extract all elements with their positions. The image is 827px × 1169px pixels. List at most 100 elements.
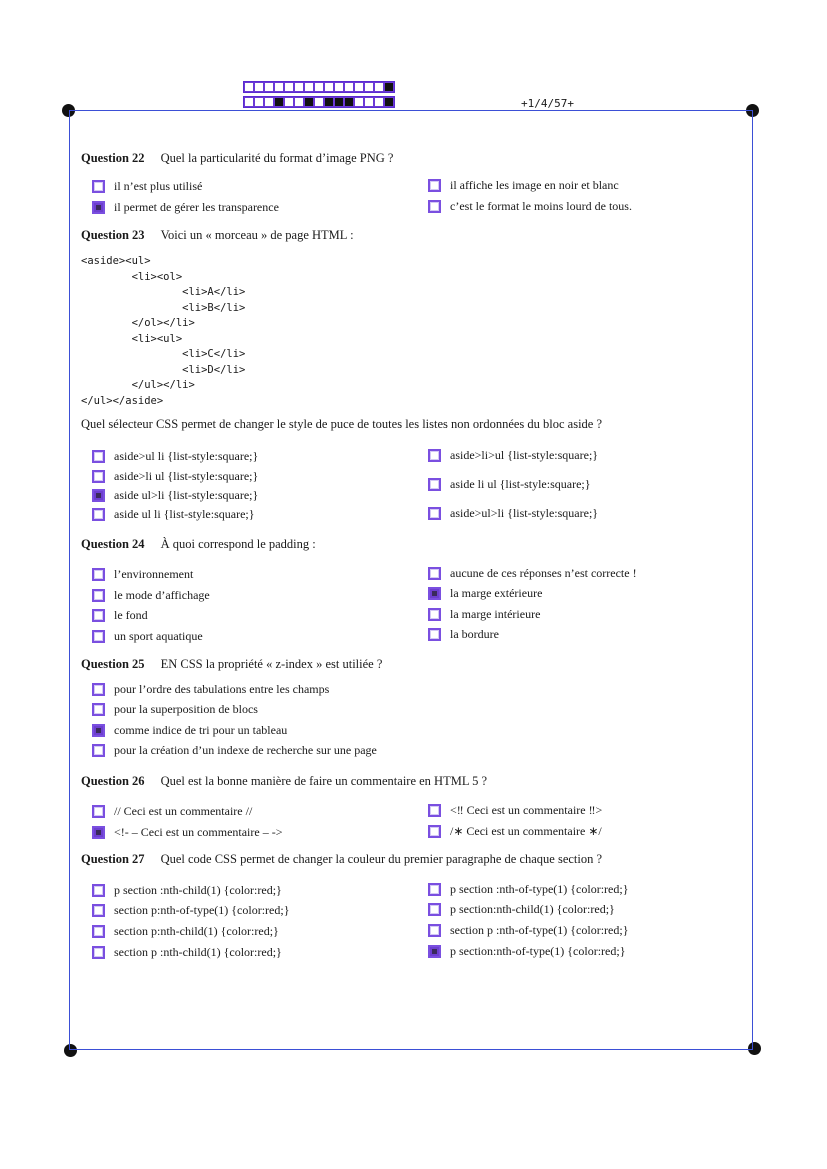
checkbox[interactable] xyxy=(428,507,441,520)
checkbox[interactable] xyxy=(428,200,441,213)
checkbox[interactable] xyxy=(92,568,105,581)
q27-option-2[interactable]: section p:nth-of-type(1) {color:red;} xyxy=(92,903,289,918)
barcode-cell xyxy=(354,82,364,92)
checkbox[interactable] xyxy=(92,630,105,643)
q23-option-4[interactable]: aside ul li {list-style:square;} xyxy=(92,507,255,522)
checkbox[interactable] xyxy=(92,826,105,839)
q25-option-4[interactable]: pour la création d’un indexe de recherch… xyxy=(92,743,377,758)
checkbox[interactable] xyxy=(92,744,105,757)
barcode-cell xyxy=(324,82,334,92)
q27-option-7[interactable]: section p :nth-of-type(1) {color:red;} xyxy=(428,923,628,938)
barcode-cell xyxy=(294,82,304,92)
q24-option-5[interactable]: aucune de ces réponses n’est correcte ! xyxy=(428,566,637,581)
checkbox[interactable] xyxy=(428,587,441,600)
checkbox[interactable] xyxy=(92,201,105,214)
q23-option-2[interactable]: aside>li ul {list-style:square;} xyxy=(92,469,258,484)
checkbox[interactable] xyxy=(428,924,441,937)
barcode-cell xyxy=(384,97,394,107)
checkbox[interactable] xyxy=(428,449,441,462)
q25-option-2[interactable]: pour la superposition de blocs xyxy=(92,702,258,717)
registration-mark-top-left xyxy=(62,104,75,117)
q24-option-2[interactable]: le mode d’affichage xyxy=(92,588,210,603)
checkbox[interactable] xyxy=(428,179,441,192)
checkbox[interactable] xyxy=(92,589,105,602)
q24-option-4[interactable]: un sport aquatique xyxy=(92,629,203,644)
checkbox[interactable] xyxy=(428,804,441,817)
q26-option-1[interactable]: // Ceci est un commentaire // xyxy=(92,804,252,819)
barcode-cell xyxy=(274,82,284,92)
barcode-cell xyxy=(304,82,314,92)
q27-option-4[interactable]: section p :nth-child(1) {color:red;} xyxy=(92,945,282,960)
q24-option-6[interactable]: la marge extérieure xyxy=(428,586,542,601)
checkbox[interactable] xyxy=(92,609,105,622)
q24-option-1[interactable]: l’environnement xyxy=(92,567,193,582)
page-frame xyxy=(69,110,753,1050)
barcode-cell xyxy=(324,97,334,107)
q25-option-1[interactable]: pour l’ordre des tabulations entre les c… xyxy=(92,682,329,697)
html-code-snippet: <aside><ul> <li><ol> <li>A</li> <li>B</l… xyxy=(81,255,246,407)
q27-option-6[interactable]: p section:nth-child(1) {color:red;} xyxy=(428,902,615,917)
checkbox[interactable] xyxy=(428,567,441,580)
checkbox[interactable] xyxy=(92,508,105,521)
barcode-cell xyxy=(334,82,344,92)
q27-option-3[interactable]: section p:nth-child(1) {color:red;} xyxy=(92,924,279,939)
q26-option-4[interactable]: /∗ Ceci est un commentaire ∗/ xyxy=(428,824,602,839)
checkbox[interactable] xyxy=(92,884,105,897)
barcode-cell xyxy=(304,97,314,107)
q23-option-1[interactable]: aside>ul li {list-style:square;} xyxy=(92,449,258,464)
barcode-row-2 xyxy=(243,96,395,108)
q27-option-5[interactable]: p section :nth-of-type(1) {color:red;} xyxy=(428,882,628,897)
q22-option-4[interactable]: c’est le format le moins lourd de tous. xyxy=(428,199,632,214)
q24-option-3[interactable]: le fond xyxy=(92,608,148,623)
checkbox[interactable] xyxy=(92,450,105,463)
q27-option-1[interactable]: p section :nth-child(1) {color:red;} xyxy=(92,883,282,898)
checkbox[interactable] xyxy=(92,703,105,716)
q23-option-3[interactable]: aside ul>li {list-style:square;} xyxy=(92,488,258,503)
checkbox[interactable] xyxy=(92,470,105,483)
q23-option-7[interactable]: aside>ul>li {list-style:square;} xyxy=(428,506,598,521)
q26-option-2[interactable]: <!- – Ceci est un commentaire – -> xyxy=(92,825,282,840)
q23-option-6[interactable]: aside li ul {list-style:square;} xyxy=(428,477,591,492)
barcode-cell xyxy=(334,97,344,107)
q22-option-2[interactable]: il permet de gérer les transparence xyxy=(92,200,279,215)
barcode-cell xyxy=(274,97,284,107)
barcode-cell xyxy=(254,82,264,92)
checkbox[interactable] xyxy=(428,478,441,491)
q23-option-5[interactable]: aside>li>ul {list-style:square;} xyxy=(428,448,598,463)
checkbox[interactable] xyxy=(92,904,105,917)
q27-option-8[interactable]: p section:nth-of-type(1) {color:red;} xyxy=(428,944,625,959)
registration-mark-bottom-right xyxy=(748,1042,761,1055)
checkbox[interactable] xyxy=(428,825,441,838)
q26-option-3[interactable]: <‼ Ceci est un commentaire ‼> xyxy=(428,803,602,818)
q22-option-3[interactable]: il affiche les image en noir et blanc xyxy=(428,178,619,193)
q25-option-3[interactable]: comme indice de tri pour un tableau xyxy=(92,723,287,738)
checkbox[interactable] xyxy=(428,608,441,621)
checkbox[interactable] xyxy=(92,489,105,502)
checkbox[interactable] xyxy=(428,945,441,958)
barcode-cell xyxy=(254,97,264,107)
checkbox[interactable] xyxy=(92,683,105,696)
checkbox[interactable] xyxy=(428,628,441,641)
checkbox[interactable] xyxy=(92,946,105,959)
barcode-cell xyxy=(384,82,394,92)
q24-option-8[interactable]: la bordure xyxy=(428,627,499,642)
barcode-cell xyxy=(244,82,254,92)
barcode-row-1 xyxy=(243,81,395,93)
checkbox[interactable] xyxy=(92,724,105,737)
q22-option-1[interactable]: il n’est plus utilisé xyxy=(92,179,202,194)
barcode-cell xyxy=(264,82,274,92)
q24-option-7[interactable]: la marge intérieure xyxy=(428,607,540,622)
checkbox[interactable] xyxy=(428,903,441,916)
checkbox[interactable] xyxy=(428,883,441,896)
barcode-cell xyxy=(284,82,294,92)
page-id: +1/4/57+ xyxy=(521,97,574,110)
checkbox[interactable] xyxy=(92,805,105,818)
barcode-cell xyxy=(284,97,294,107)
checkbox[interactable] xyxy=(92,925,105,938)
barcode-cell xyxy=(314,97,324,107)
checkbox[interactable] xyxy=(92,180,105,193)
